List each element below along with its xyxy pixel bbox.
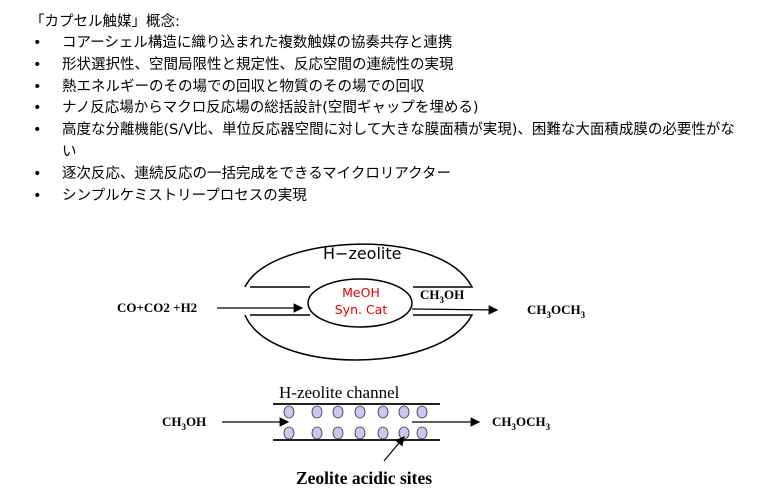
bullet-item: シンプルケミストリープロセスの実現: [0, 186, 742, 208]
shell-label: H−zeolite: [323, 244, 401, 263]
acid-site: [416, 405, 428, 419]
intermediate-label: CH3OH: [420, 287, 464, 305]
shell-lower: [244, 314, 474, 361]
shell-upper: [244, 243, 474, 288]
concept-bullet-list: コアーシェル構造に織り込まれた複数触媒の協奏共存と連携 形状選択性、空間局限性と…: [0, 33, 742, 207]
acid-site: [283, 405, 295, 419]
acid-site-pointer-arrow: [383, 436, 405, 462]
bullet-item: コアーシェル構造に織り込まれた複数触媒の協奏共存と連携: [0, 33, 742, 55]
bullet-item: ナノ反応場からマクロ反応場の総括設計(空間ギャップを埋める): [0, 98, 742, 120]
core-label-1: MeOH: [342, 285, 380, 300]
acid-site: [416, 426, 428, 440]
product-arrow: [411, 305, 499, 315]
acid-site: [283, 426, 295, 440]
acid-site: [354, 426, 366, 440]
channel-label: H-zeolite channel: [279, 383, 400, 402]
acid-site: [332, 405, 344, 419]
core-label-2: Syn. Cat: [335, 302, 388, 317]
acid-site: [377, 405, 389, 419]
bullet-item: 熱エネルギーのその場での回収と物質のその場での回収: [0, 77, 742, 99]
core-catalyst: [307, 278, 413, 328]
acid-site: [332, 426, 344, 440]
acid-sites: [283, 405, 428, 440]
zeolite-channel-diagram: H-zeolite channel CH3OH CH3OCH3 Zeolite …: [162, 383, 551, 488]
acid-site: [398, 405, 410, 419]
feed-label: CO+CO2 +H2: [117, 300, 197, 315]
acid-site: [311, 426, 323, 440]
bullet-item: 形状選択性、空間局限性と規定性、反応空間の連続性の実現: [0, 55, 742, 77]
product-label: CH3OCH3: [527, 302, 586, 320]
acid-site: [311, 405, 323, 419]
acid-site: [377, 426, 389, 440]
capsule-catalyst-diagram: H−zeolite MeOH Syn. Cat CO+CO2 +H2 CH3OH…: [117, 243, 586, 361]
channel-product-label: CH3OCH3: [492, 414, 551, 432]
bullet-item: 逐次反応、連続反応の一括完成をできるマイクロリアクター: [0, 164, 742, 186]
acid-site: [354, 405, 366, 419]
channel-feed-label: CH3OH: [162, 414, 206, 432]
acid-sites-label: Zeolite acidic sites: [296, 468, 432, 488]
slide-title: 「カプセル触媒」概念:: [30, 14, 180, 30]
bullet-item: 高度な分離機能(S/V比、単位反応器空間に対して大きな膜面積が実現)、困難な大面…: [0, 120, 742, 164]
